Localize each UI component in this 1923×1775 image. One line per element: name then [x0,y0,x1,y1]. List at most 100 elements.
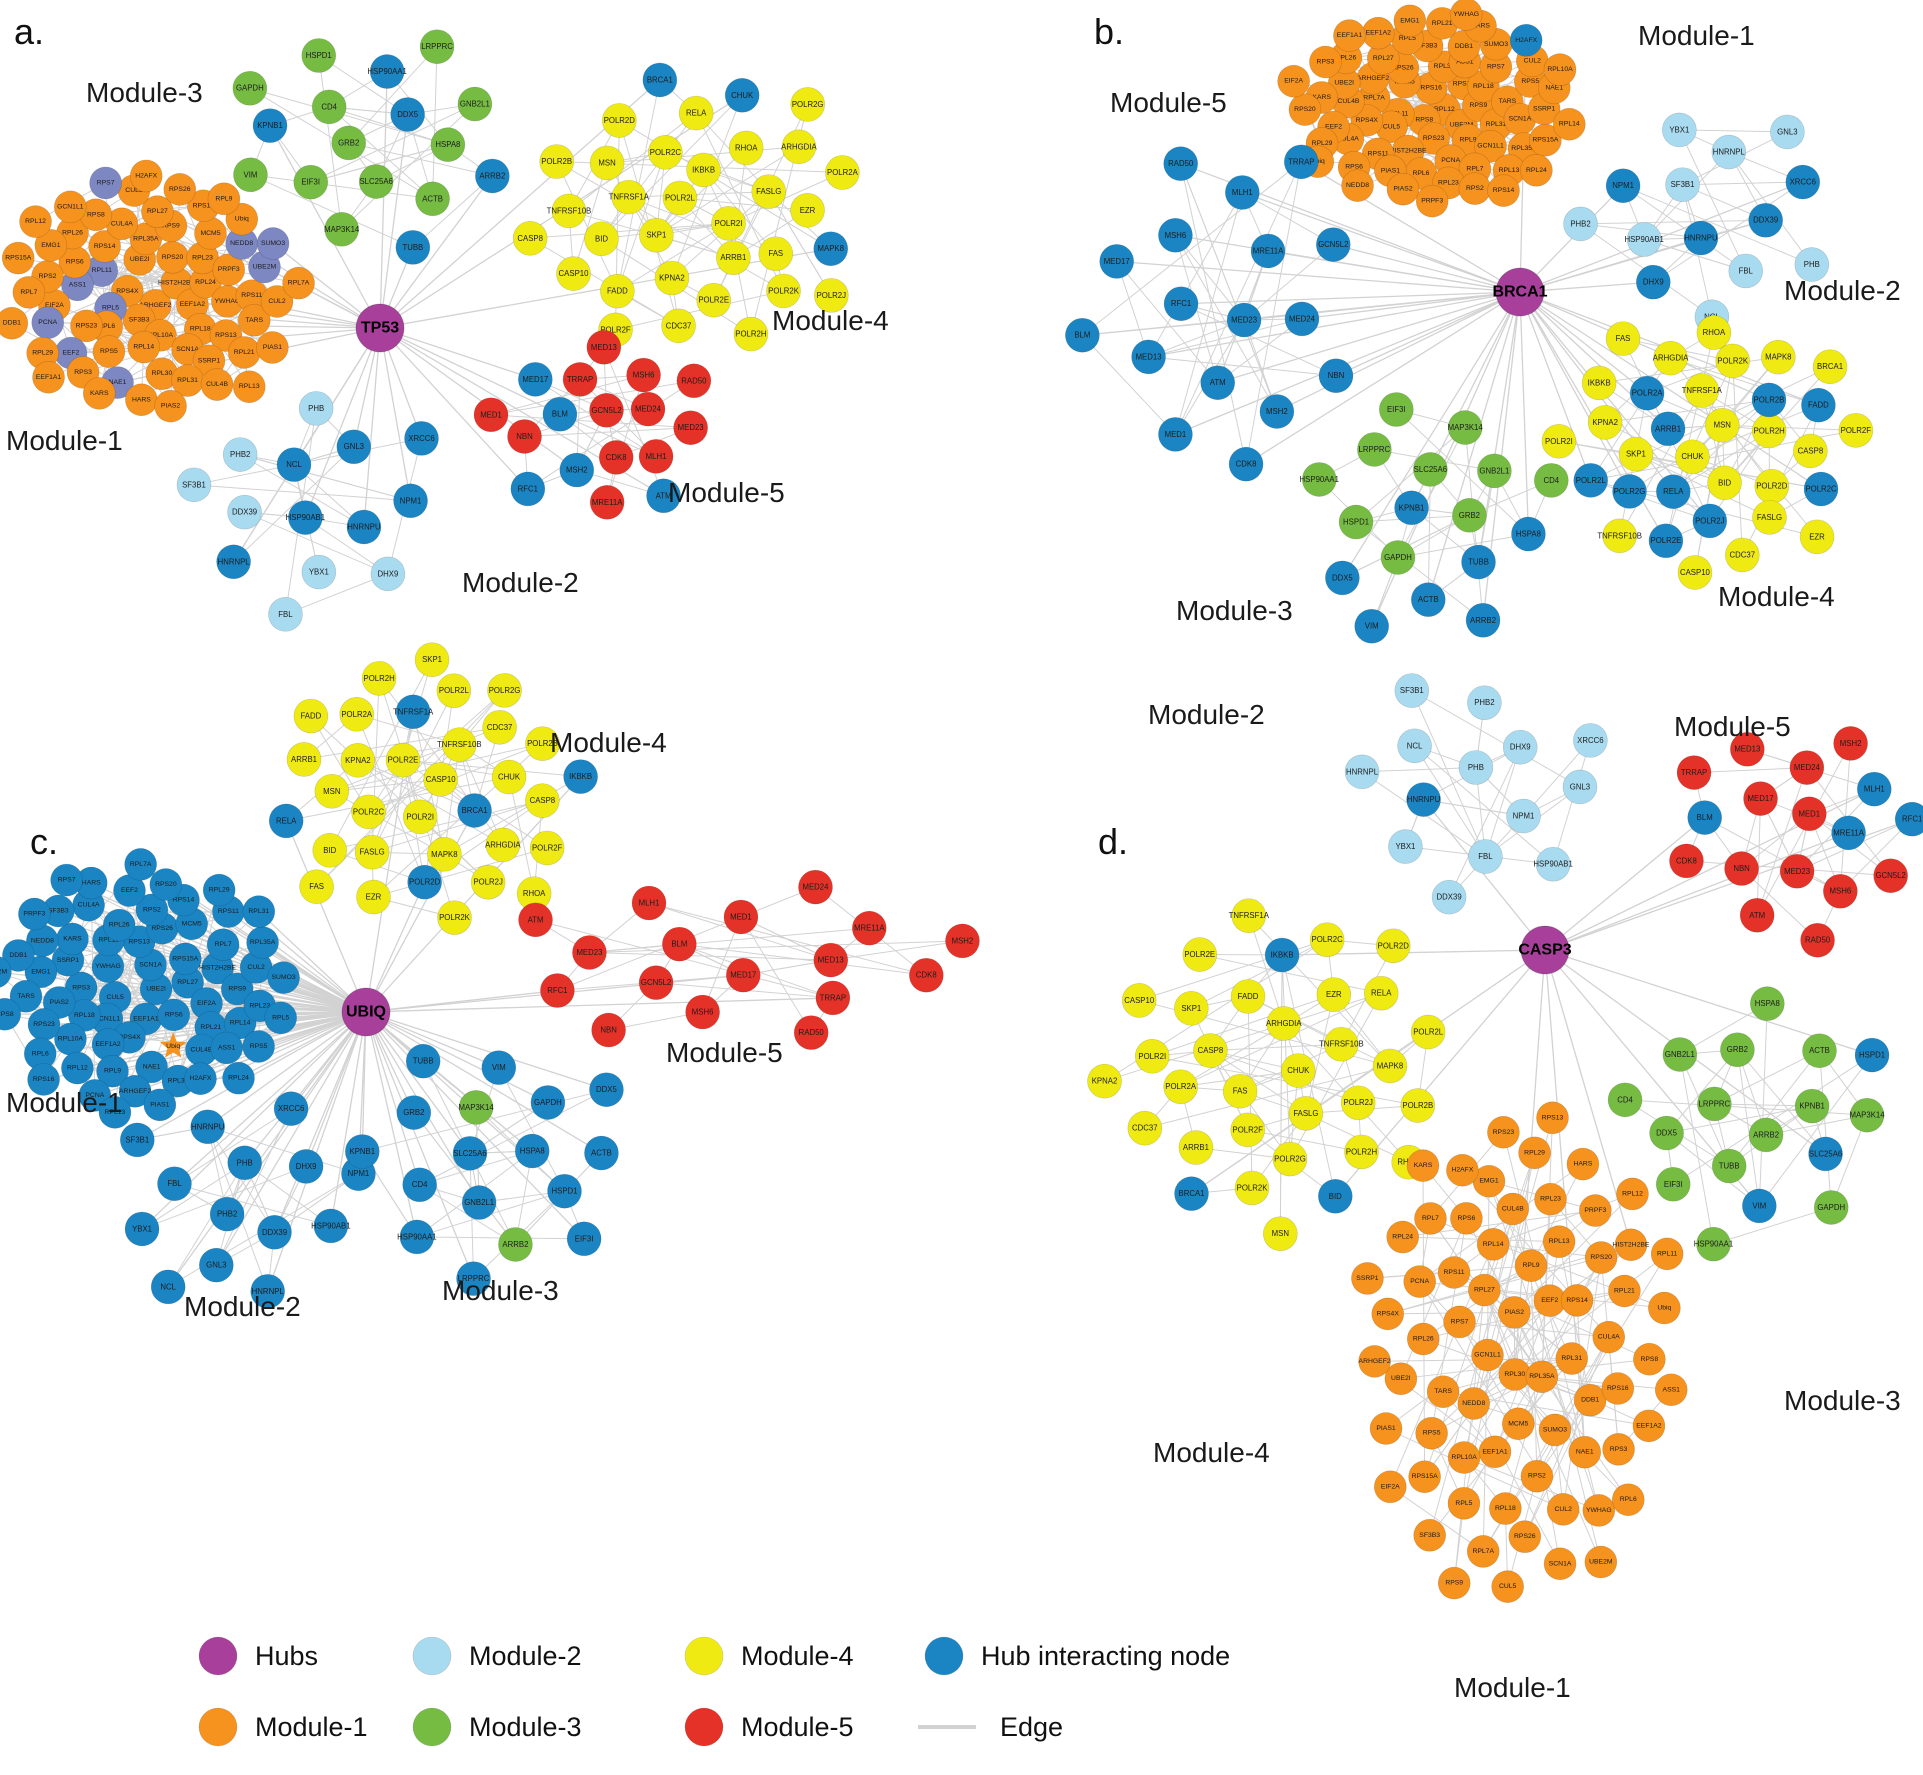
gene-node-circle [1662,112,1697,148]
hub-edge [365,1011,471,1154]
gene-node-circle [1338,504,1374,540]
node-b-rhoa: RHOA [1696,315,1732,350]
node-b-polr2b: POLR2B [1751,382,1787,418]
gene-node-circle [562,362,598,397]
edge [373,847,548,898]
node-b-polr2a: POLR2A [1629,375,1665,411]
node-a-rpl7a: RPL7A [282,266,315,300]
node-d-rps15a: RPS15A [1408,1460,1441,1494]
hub-edge [379,327,561,415]
node-a-polr2l: POLR2L [662,180,698,216]
gene-node-circle [298,391,334,426]
node-d-ubiq: Ubiq [1648,1291,1681,1325]
gene-node-circle [1711,1148,1747,1184]
gene-node-circle [331,125,366,161]
gene-node-circle [96,1054,129,1088]
gene-node-circle [1415,184,1449,218]
gene-node-circle [441,727,477,762]
hub-edge [1245,291,1521,465]
gene-node-circle [1447,1441,1481,1474]
node-b-eif2a: EIF2A [1277,64,1310,98]
gene-node-circle [630,391,666,427]
edge [244,1162,332,1227]
node-c-rps20: RPS20 [149,868,183,901]
gene-node-circle [1801,387,1836,423]
gene-node-circle [1259,394,1295,429]
edge [1459,1321,1519,1425]
gene-node-circle [102,908,136,942]
panel-letter-b: b. [1094,11,1124,52]
node-d-hars: HARS [1566,1147,1600,1181]
node-d-trrap: TRRAP [1676,755,1712,790]
module-label-a-module-5: Module-5 [668,477,785,508]
gene-node-circle [482,710,517,745]
node-b-cdk8: CDK8 [1228,446,1264,482]
legend-item-edge: Edge [918,1712,1063,1742]
gene-node-circle [1458,750,1494,785]
node-a-polr2c: POLR2C [648,134,683,170]
node-c-cd4: CD4 [402,1167,437,1203]
gene-node-circle [1501,1407,1535,1441]
gene-node-circle [1354,608,1390,644]
node-b-pias2: PIAS2 [1386,172,1420,206]
gene-node-circle [135,1050,168,1084]
gene-node-circle [1386,172,1420,206]
gene-node-circle [1250,233,1286,269]
edge [1741,868,1818,941]
panel-letter-d: d. [1098,821,1128,862]
node-a-skp1: SKP1 [639,217,674,253]
gene-node-circle [601,103,637,138]
node-b-ikbkb: IKBKB [1581,365,1617,401]
gene-node-circle [1315,227,1351,262]
edge [1248,915,1285,1024]
node-b-ezr: EZR [1799,519,1835,555]
edge [740,916,812,1033]
node-a-med13: MED13 [586,330,622,365]
gene-node-circle [311,89,347,125]
hub-node-ubiq: UBIQ [341,987,391,1037]
edge [341,103,476,230]
node-a-gcn1l1: GCN1L1 [53,190,87,224]
edge [1524,1399,1591,1537]
node-a-faslg: FASLG [751,174,787,209]
node-d-ncl: NCL [1397,728,1432,764]
gene-node-circle [53,190,87,224]
node-b-hspd1: HSPD1 [1338,504,1374,540]
node-d-hnrnpl: HNRNPL [1344,754,1380,790]
gene-node-circle [1341,169,1374,202]
node-b-rad50: RAD50 [1163,146,1198,181]
gene-node-circle [638,439,674,474]
gene-node-circle [1498,1296,1531,1329]
node-d-npm1: NPM1 [1506,798,1541,834]
node-d-ddb1: DDB1 [1573,1383,1607,1417]
node-c-ass1: ASS1 [210,1031,243,1065]
gene-node-circle [673,410,708,446]
edge [328,106,433,200]
node-a-msn: MSN [589,145,625,181]
node-b-casp8: CASP8 [1793,433,1828,469]
edge [1694,360,1734,573]
gene-node-circle [82,377,116,410]
node-a-polr2i: POLR2I [711,206,746,241]
gene-node-circle [1785,164,1821,200]
node-b-rps20: RPS20 [1288,93,1322,126]
node-d-tnfrsf1a: TNFRSF1A [1229,898,1270,934]
node-c-polr2k: POLR2K [437,900,472,935]
edge [1732,360,1743,555]
gene-node-circle [1584,1241,1618,1274]
hub-edge [1423,799,1546,951]
hub-edge [1335,291,1521,377]
hub-edge [330,1011,367,1227]
gene-node-circle [813,231,849,267]
gene-node-circle [34,229,68,262]
node-b-ywhag: YWHAG [1449,0,1483,31]
gene-node-circle [1415,1416,1448,1450]
node-b-rps3: RPS3 [1309,45,1342,79]
node-d-rps14: RPS14 [1560,1284,1594,1317]
node-a-rps5: RPS5 [92,335,126,368]
node-d-med17: MED17 [1743,781,1778,816]
node-d-chuk: CHUK [1280,1053,1316,1088]
node-c-chuk: CHUK [491,759,527,795]
node-a-trrap: TRRAP [562,362,598,397]
gene-node-circle [202,873,236,907]
